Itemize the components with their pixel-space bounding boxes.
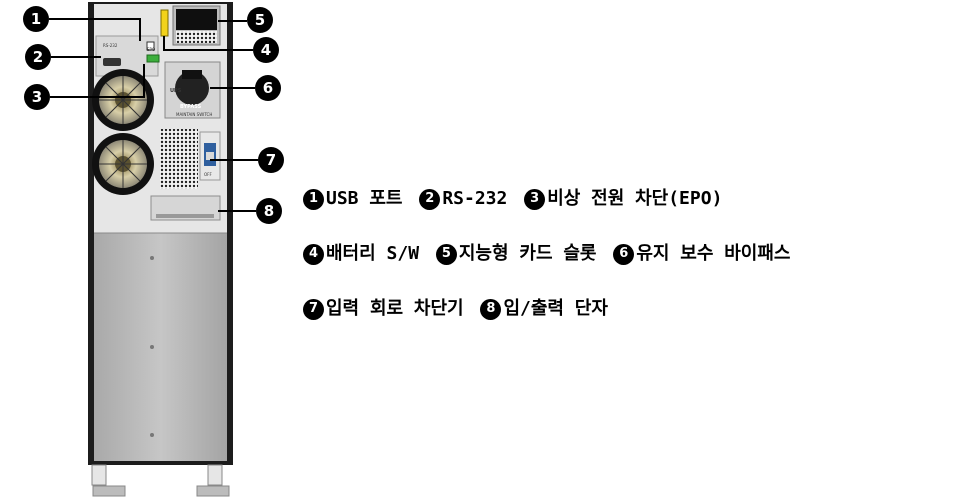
leader-line-4	[163, 36, 253, 51]
callout-badge-3: 3	[24, 84, 50, 110]
maintenance-bypass-switch: UPS BYPASS MAINTAIN SWITCH	[164, 61, 221, 119]
callout-badge-4: 4	[253, 37, 279, 63]
vent-grill	[160, 129, 198, 189]
ups-label: UPS	[170, 88, 182, 94]
svg-text:3: 3	[32, 88, 42, 106]
leader-line-3	[50, 64, 145, 98]
epo-terminal	[146, 54, 160, 63]
legend-label: USB 포트	[326, 188, 403, 209]
legend-label: 비상 전원 차단(EPO)	[547, 188, 723, 209]
io-terminal	[150, 195, 221, 221]
caster-wheel	[196, 464, 230, 497]
epo-small-label: EPO	[147, 47, 155, 52]
rs232-port	[103, 58, 121, 66]
legend-badge: 5	[435, 243, 457, 265]
legend-badge: 3	[524, 188, 546, 210]
legend-badge: 4	[303, 243, 324, 265]
svg-text:2: 2	[33, 48, 43, 66]
svg-text:7: 7	[266, 151, 276, 169]
legend-label: 입/출력 단자	[503, 298, 608, 319]
legend-badge: 7	[303, 298, 324, 320]
svg-text:6: 6	[263, 79, 273, 97]
callout-badge-5: 5	[247, 7, 273, 33]
legend-label: 지능형 카드 슬롯	[458, 243, 597, 264]
legend-badge: 2	[419, 188, 441, 210]
callout-badge-7: 7	[258, 147, 284, 173]
callout-badge-1: 1	[23, 6, 49, 32]
legend-label: 입력 회로 차단기	[326, 298, 464, 319]
caster-wheel	[91, 464, 126, 497]
legend-label: RS-232	[442, 188, 508, 209]
panel-screw-icon	[150, 256, 154, 437]
rs232-small-label: RS-232	[103, 43, 118, 48]
maintain-switch-label: MAINTAIN SWITCH	[176, 112, 212, 117]
svg-text:8: 8	[264, 202, 274, 220]
input-breaker: OFF	[199, 131, 221, 181]
off-label: OFF	[204, 172, 212, 177]
fan-icon	[92, 133, 154, 195]
legend-badge: 8	[480, 298, 502, 320]
callout-badge-8: 8	[256, 198, 282, 224]
legend-badge: 1	[303, 188, 324, 210]
leader-line-1	[49, 18, 141, 41]
bypass-label: BYPASS	[180, 104, 202, 110]
callout-badge-6: 6	[255, 75, 281, 101]
card-slot	[176, 9, 217, 30]
legend-label: 배터리 S/W	[326, 243, 420, 264]
legend-badge: 6	[613, 243, 635, 265]
svg-text:1: 1	[31, 10, 41, 28]
comm-module: RS-232 EPO	[95, 5, 221, 77]
usb-port	[146, 41, 155, 51]
callout-badge-2: 2	[25, 44, 51, 70]
fan-icon	[92, 69, 154, 131]
legend-label: 유지 보수 바이패스	[636, 243, 791, 264]
battery-switch	[160, 9, 169, 37]
svg-text:5: 5	[255, 11, 265, 29]
svg-text:4: 4	[261, 41, 271, 59]
